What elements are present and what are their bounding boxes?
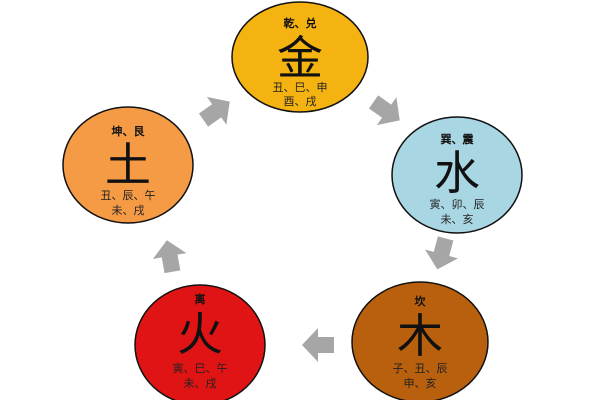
fire-circle: [134, 284, 266, 400]
earth-trigrams: 坤、艮: [112, 124, 146, 138]
node-water: 巽、震 水 寅、卯、辰 未、亥: [391, 116, 523, 234]
wood-trigrams: 坎: [415, 294, 427, 308]
earth-circle: [62, 106, 194, 224]
wood-branches-2: 申、亥: [404, 376, 437, 390]
earth-char: 土: [105, 138, 151, 192]
metal-circle: [231, 1, 369, 113]
metal-char: 金: [277, 31, 323, 85]
metal-branches-1: 丑、巳、申: [273, 81, 328, 94]
wood-branches-1: 子、丑、辰: [393, 362, 448, 375]
arrow-water-to-wood: [420, 234, 463, 274]
wood-char: 木: [397, 309, 443, 363]
fire-branches-2: 未、戌: [184, 377, 217, 390]
arrow-wood-to-fire: [302, 328, 334, 362]
wood-circle: [351, 281, 489, 400]
fire-branches-1: 寅、巳、午: [173, 361, 228, 375]
water-circle: [391, 116, 523, 234]
node-fire: 离 火 寅、巳、午 未、戌: [134, 284, 266, 400]
arrow-earth-to-metal: [193, 87, 240, 134]
arrow-fire-to-earth: [150, 237, 190, 275]
metal-branches-2: 酉、戌: [284, 95, 317, 108]
water-branches-2: 未、亥: [441, 212, 474, 226]
water-branches-1: 寅、卯、辰: [430, 197, 485, 211]
water-trigrams: 巽、震: [441, 133, 475, 146]
node-earth: 坤、艮 土 丑、辰、午 未、戌: [62, 106, 194, 224]
fire-char: 火: [177, 307, 223, 361]
node-wood: 坎 木 子、丑、辰 申、亥: [351, 281, 489, 400]
fire-trigrams: 离: [195, 292, 206, 306]
earth-branches-1: 丑、辰、午: [101, 189, 156, 202]
node-metal: 乾、兑 金 丑、巳、申 酉、戌: [231, 1, 369, 113]
metal-trigrams: 乾、兑: [284, 16, 317, 30]
water-char: 水: [434, 146, 480, 200]
earth-branches-2: 未、戌: [112, 204, 145, 217]
arrow-metal-to-water: [363, 88, 410, 135]
